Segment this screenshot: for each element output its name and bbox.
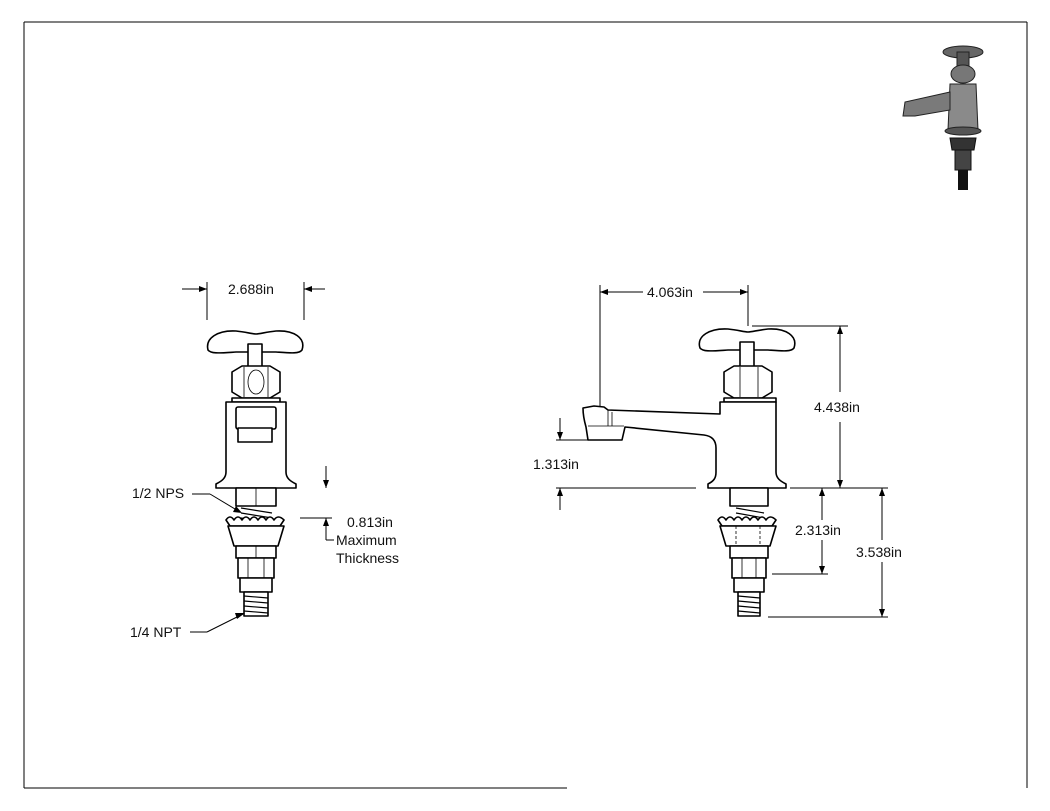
- overall-label: 3.538in: [856, 544, 902, 560]
- sheet-border: [23, 21, 1028, 789]
- dimension-spout: 1.313in: [533, 418, 588, 510]
- thickness-line2-label: Thickness: [336, 550, 399, 566]
- thickness-value-label: 0.813in: [347, 514, 393, 530]
- faucet-front-view: [206, 330, 304, 617]
- npt-label: 1/4 NPT: [130, 624, 182, 640]
- dimension-overall-below: 3.538in: [768, 488, 902, 618]
- faucet-side-view: [582, 328, 796, 617]
- dimension-height: 4.438in: [752, 325, 860, 488]
- dimension-thickness: 0.813in Maximum Thickness: [300, 466, 399, 566]
- dimension-reach: 4.063in: [599, 284, 749, 406]
- width-label-front: 2.688in: [228, 281, 274, 297]
- side-npt-thread: [737, 595, 761, 614]
- faucet-3d-thumbnail: [902, 45, 984, 190]
- callout-nps: 1/2 NPS: [132, 485, 242, 513]
- npt-thread: [243, 595, 269, 614]
- thickness-line1-label: Maximum: [336, 532, 397, 548]
- height-label: 4.438in: [814, 399, 860, 415]
- shank-label: 2.313in: [795, 522, 841, 538]
- nps-label: 1/2 NPS: [132, 485, 184, 501]
- reach-label: 4.063in: [647, 284, 693, 300]
- spout-label: 1.313in: [533, 456, 579, 472]
- callout-npt: 1/4 NPT: [130, 613, 245, 640]
- dimension-shank: 2.313in: [772, 488, 841, 575]
- dimension-width-front: 2.688in: [182, 281, 325, 320]
